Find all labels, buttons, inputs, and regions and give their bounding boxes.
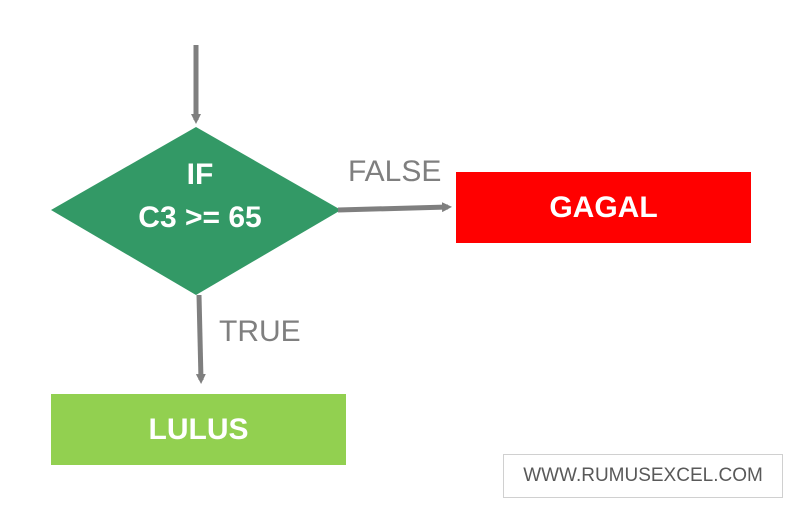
- false-branch-arrow: [337, 202, 452, 213]
- watermark-text: WWW.RUMUSEXCEL.COM: [523, 465, 763, 486]
- true-branch-label: TRUE: [219, 315, 301, 348]
- false-branch-label: FALSE: [348, 155, 442, 188]
- outcome-pass-label: LULUS: [148, 412, 249, 446]
- watermark-box: WWW.RUMUSEXCEL.COM: [503, 454, 783, 498]
- decision-condition: C3 >= 65: [138, 201, 262, 234]
- decision-title: IF: [186, 158, 214, 191]
- decision-diamond: [51, 127, 341, 295]
- outcome-pass-box: LULUS: [51, 394, 346, 465]
- true-branch-arrow: [195, 294, 206, 384]
- outcome-fail-box: GAGAL: [456, 172, 751, 243]
- outcome-fail-label: GAGAL: [549, 190, 658, 224]
